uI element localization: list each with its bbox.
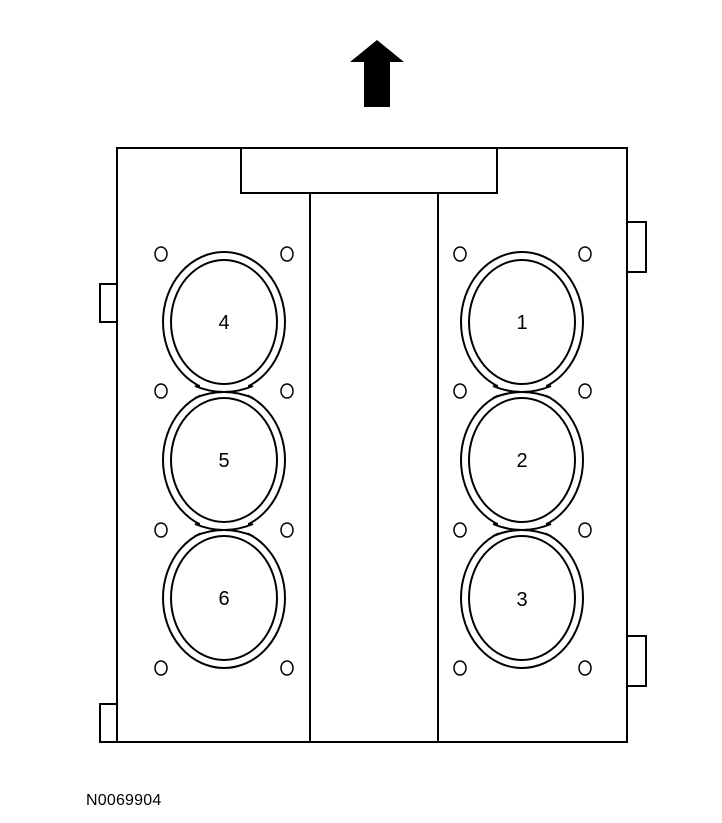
block-top-tab bbox=[240, 147, 498, 194]
cylinder-label: 6 bbox=[218, 588, 229, 610]
cylinder-label: 1 bbox=[516, 312, 527, 334]
cylinder-label: 2 bbox=[516, 450, 527, 472]
cylinder-label: 4 bbox=[218, 312, 229, 334]
figure-id: N0069904 bbox=[86, 792, 162, 809]
right-bank-bolt-holes bbox=[453, 246, 592, 676]
arrow-up-icon bbox=[350, 40, 404, 107]
side-tab-right-upper bbox=[626, 221, 647, 273]
side-tab-right-lower bbox=[626, 635, 647, 687]
cylinder-label: 3 bbox=[516, 589, 527, 611]
right-bank-gasket bbox=[460, 251, 584, 669]
left-bank-gasket bbox=[162, 251, 286, 669]
left-bank-bolt-holes bbox=[154, 246, 294, 676]
side-tab-left-upper bbox=[99, 283, 118, 323]
valley-section bbox=[309, 192, 439, 743]
side-tab-left-lower bbox=[99, 703, 118, 743]
cylinder-label: 5 bbox=[218, 450, 229, 472]
